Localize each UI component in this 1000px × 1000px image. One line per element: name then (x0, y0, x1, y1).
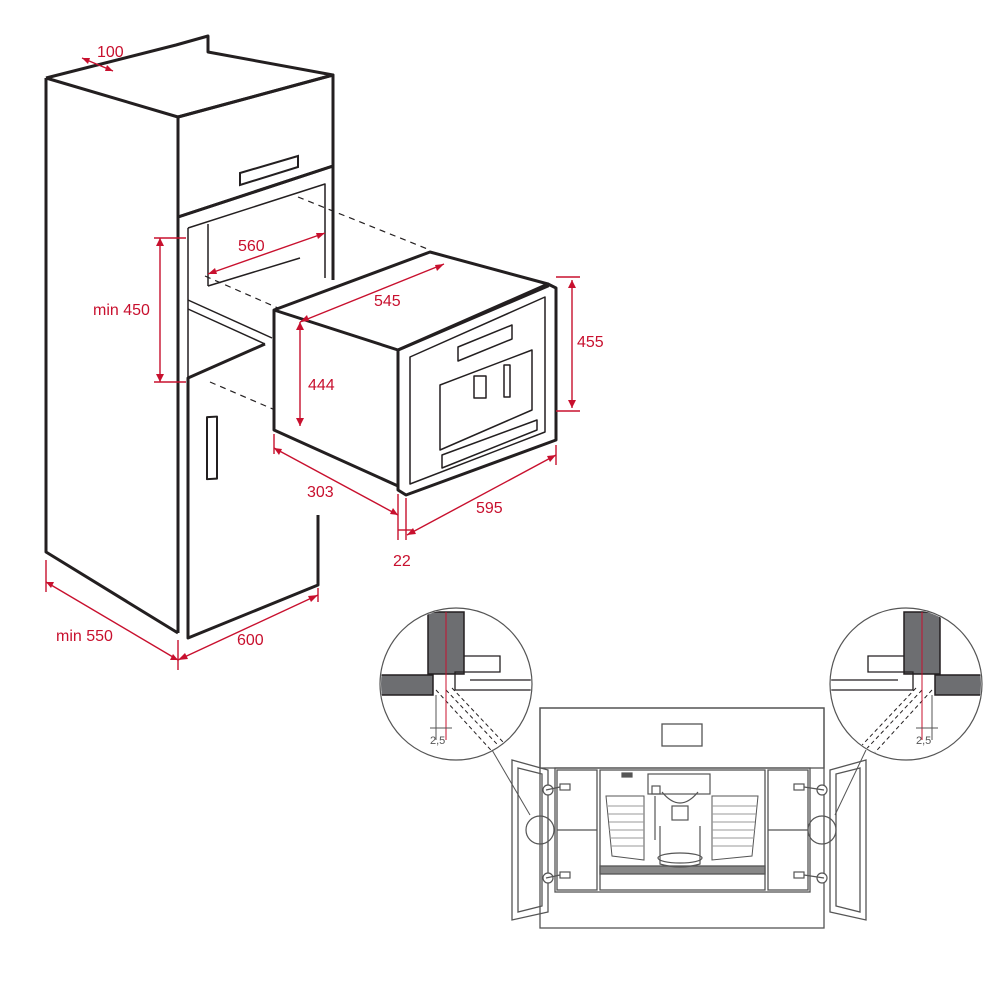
milk-spout (503, 364, 511, 398)
left-hinge-detail: 2,5 (379, 607, 533, 761)
dimension-arrows (46, 58, 576, 660)
coffee-spout (473, 375, 487, 399)
lower-door (186, 342, 320, 640)
dispensing-recess (439, 349, 533, 451)
right-gap-label: 2,5 (916, 735, 931, 747)
niche-shelf-back (207, 257, 301, 287)
right-open-door (829, 759, 867, 921)
right-hinge-detail: 2,5 (829, 607, 983, 761)
dim-niche-height: min 450 (93, 302, 150, 319)
tall-cabinet (44, 34, 335, 640)
front-frame-top (539, 707, 825, 769)
bottom-tray (599, 865, 766, 875)
cabinet-top-outline (45, 34, 335, 119)
dim-niche-width: 560 (238, 238, 265, 255)
dim-appliance-width: 545 (374, 293, 401, 310)
right-side-panel (934, 674, 981, 696)
projection-lines (204, 196, 431, 411)
machine-display (457, 324, 513, 362)
brewing-unit (621, 772, 711, 868)
hinges (542, 783, 828, 884)
left-open-door (511, 759, 549, 921)
inner-body (554, 767, 811, 893)
dim-body-height: 444 (308, 377, 335, 394)
niche-inner-back (187, 183, 326, 278)
drawer-handle (239, 154, 299, 187)
dim-front-height: 455 (577, 334, 604, 351)
front-view (511, 707, 867, 929)
left-gap-label: 2,5 (430, 735, 445, 747)
niche-outline (177, 164, 335, 280)
cabinet-left-side (44, 78, 179, 635)
dim-cabinet-depth: min 550 (56, 628, 113, 645)
side-containers (605, 795, 759, 861)
coffee-machine (272, 250, 558, 497)
dimension-lines (45, 57, 580, 670)
niche-shelf-front (187, 299, 273, 339)
machine-body (272, 250, 550, 488)
door-handle (206, 415, 218, 481)
hinge-highlight-circles (525, 815, 837, 845)
upper-panel (176, 73, 335, 219)
dim-cabinet-width: 600 (237, 632, 264, 649)
machine-body-top-edge (273, 308, 399, 352)
machine-front-panel (396, 282, 558, 497)
left-side-panel (381, 674, 434, 696)
machine-front-inner (409, 296, 546, 485)
front-frame (539, 707, 825, 929)
central-unit (599, 769, 766, 891)
drip-tray (441, 419, 538, 469)
dim-front-width: 595 (476, 500, 503, 517)
front-display (661, 723, 703, 747)
niche-shelf-front-2 (187, 308, 266, 345)
dim-body-depth: 303 (307, 484, 334, 501)
dim-front-thickness: 22 (393, 553, 411, 570)
dim-top-depth: 100 (97, 44, 124, 61)
